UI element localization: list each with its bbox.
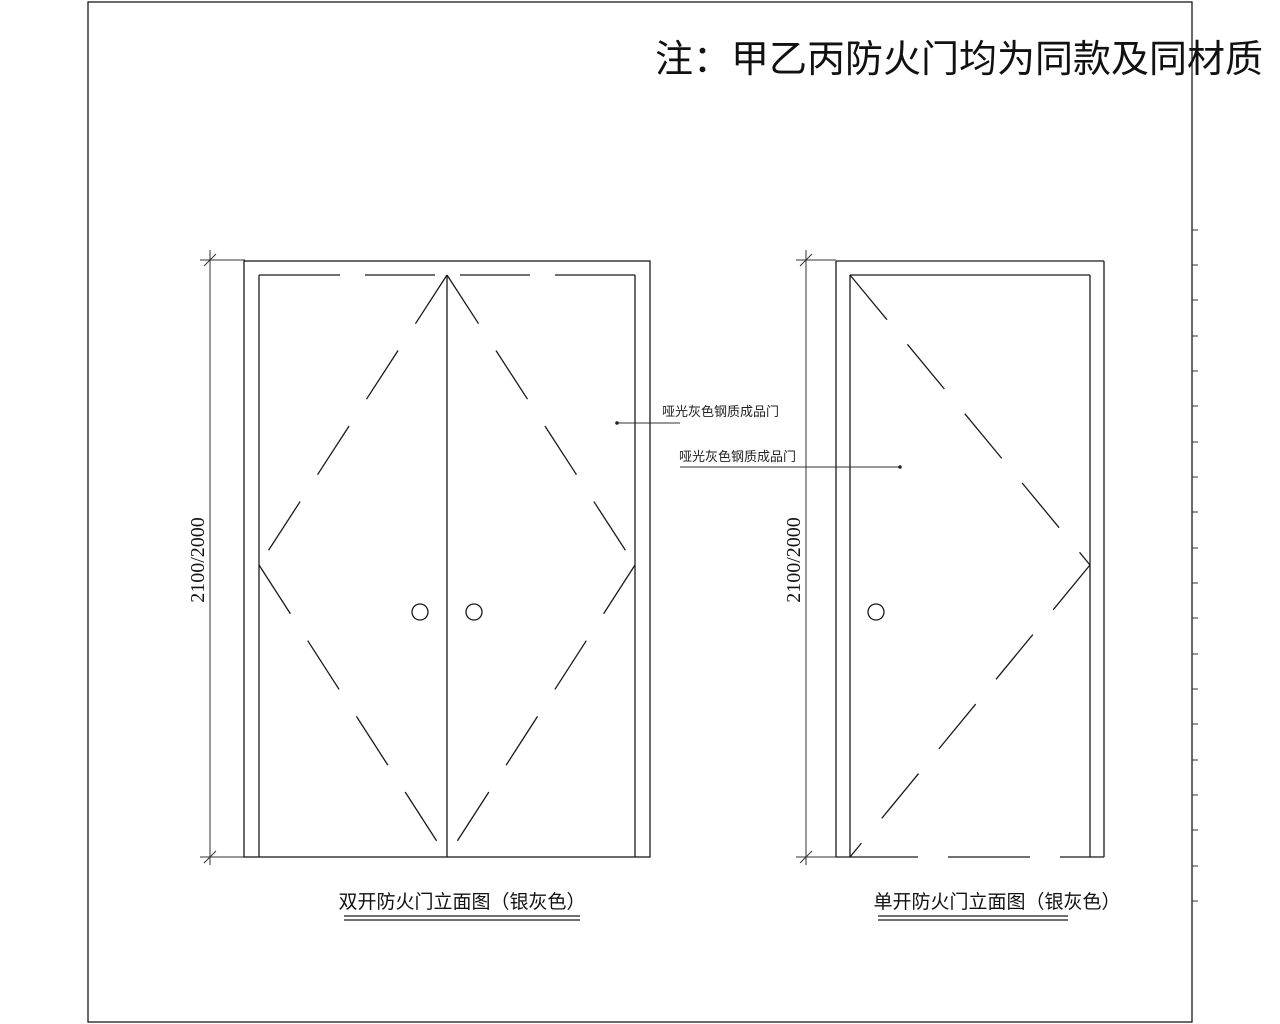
single-door-caption: 单开防火门立面图（银灰色） (873, 891, 1120, 913)
edge-ticks (1192, 229, 1198, 902)
sheet-border (87, 1, 1193, 1023)
single-door-height-dimension: 2100/2000 (783, 517, 805, 603)
single-door-elevation: 2100/2000 哑光灰色钢质成品门 单开防火门立面图（银灰色） (679, 250, 1121, 921)
single-door-material-callout: 哑光灰色钢质成品门 (679, 449, 796, 465)
general-note: 注：甲乙丙防火门均为同款及同材质 (655, 37, 1263, 81)
double-door-right-handle-icon (465, 603, 483, 621)
double-door-height-dimension: 2100/2000 (187, 517, 209, 603)
double-door-elevation: 2100/2000 哑光灰色钢质成品门 双开防火门立面图（银灰色） (187, 250, 779, 921)
double-door-material-callout: 哑光灰色钢质成品门 (662, 404, 779, 420)
double-door-caption: 双开防火门立面图（银灰色） (338, 891, 585, 913)
single-door-handle-icon (867, 603, 885, 621)
double-door-left-handle-icon (411, 603, 429, 621)
